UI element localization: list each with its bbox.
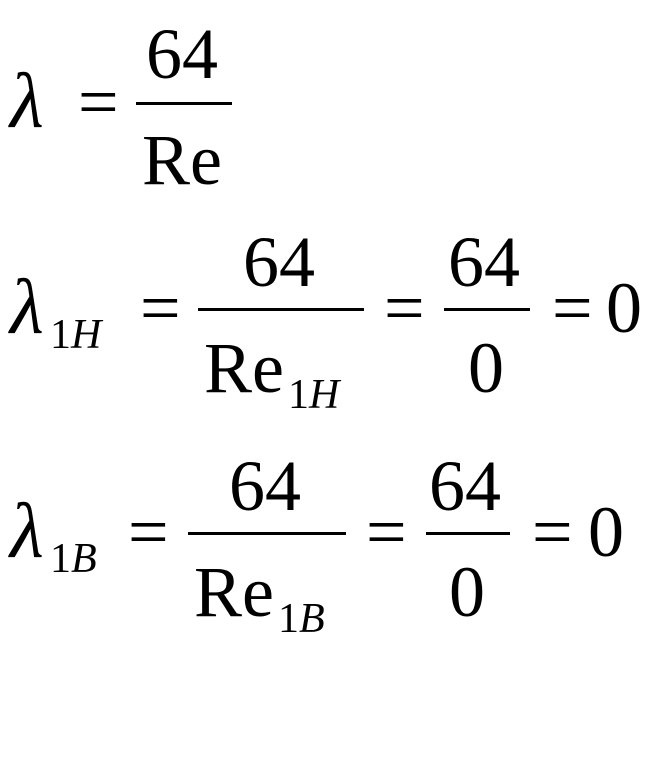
fraction-denominator: Re	[204, 328, 284, 408]
result-value: 0	[588, 492, 624, 572]
denominator-subscript: 1B	[278, 598, 325, 640]
fraction-denominator: Re	[194, 552, 274, 632]
lambda-subscript: 1B	[50, 538, 97, 580]
equals-sign: =	[532, 492, 573, 572]
fraction-bar	[444, 308, 530, 311]
lambda-subscript: 1H	[50, 314, 101, 356]
subscript-number: 1	[50, 312, 71, 358]
fraction-denominator: 0	[468, 328, 504, 408]
equals-sign: =	[78, 62, 119, 142]
denominator-subscript: 1H	[288, 374, 339, 416]
fraction-bar	[136, 102, 232, 105]
equals-sign: =	[140, 268, 181, 348]
subscript-number: 1	[50, 536, 71, 582]
equals-sign: =	[552, 268, 593, 348]
lambda-symbol: λ	[10, 487, 44, 574]
subscript-number: 1	[288, 372, 309, 418]
subscript-variable: H	[309, 372, 340, 418]
fraction-bar	[198, 308, 364, 311]
equation-lambda-1b: λ 1B = 64 Re 1B = 64 0 = 0	[0, 436, 655, 646]
fraction-bar	[426, 532, 510, 535]
fraction-numerator: 64	[229, 446, 301, 526]
equals-sign: =	[366, 492, 407, 572]
lambda-symbol: λ	[10, 263, 44, 350]
subscript-number: 1	[278, 596, 299, 642]
fraction-denominator: 0	[449, 552, 485, 632]
fraction-numerator: 64	[448, 222, 520, 302]
equals-sign: =	[128, 492, 169, 572]
subscript-variable: B	[299, 596, 325, 642]
fraction-numerator: 64	[429, 446, 501, 526]
equals-sign: =	[384, 268, 425, 348]
lambda-symbol: λ	[10, 57, 44, 144]
equation-lambda-1h: λ 1H = 64 Re 1H = 64 0 = 0	[0, 210, 655, 420]
fraction-denominator: Re	[142, 120, 222, 200]
equation-lambda: λ = 64 Re	[0, 0, 655, 200]
fraction-numerator: 64	[146, 14, 218, 94]
result-value: 0	[606, 268, 642, 348]
fraction-numerator: 64	[243, 222, 315, 302]
subscript-variable: B	[71, 536, 97, 582]
fraction-bar	[188, 532, 346, 535]
subscript-variable: H	[71, 312, 102, 358]
